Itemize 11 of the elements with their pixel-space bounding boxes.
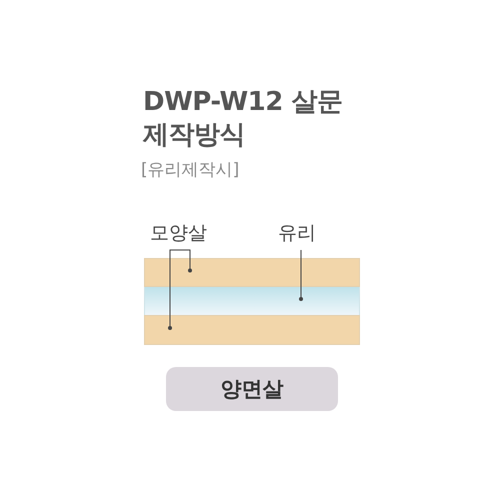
wood-bar-layer bbox=[144, 258, 360, 287]
leader-line bbox=[299, 250, 303, 301]
part-label: 모양살 bbox=[150, 221, 207, 246]
part-label: 유리 bbox=[278, 221, 316, 246]
leader-line bbox=[168, 250, 186, 330]
wood-bar-layer bbox=[144, 315, 360, 345]
subtitle: [유리제작시] bbox=[141, 159, 240, 181]
glass-layer bbox=[144, 287, 360, 315]
leader-line bbox=[184, 250, 192, 272]
diagram-title: DWP-W12 살문 제작방식 bbox=[143, 86, 343, 152]
type-label-badge: 양면살 bbox=[166, 367, 338, 411]
